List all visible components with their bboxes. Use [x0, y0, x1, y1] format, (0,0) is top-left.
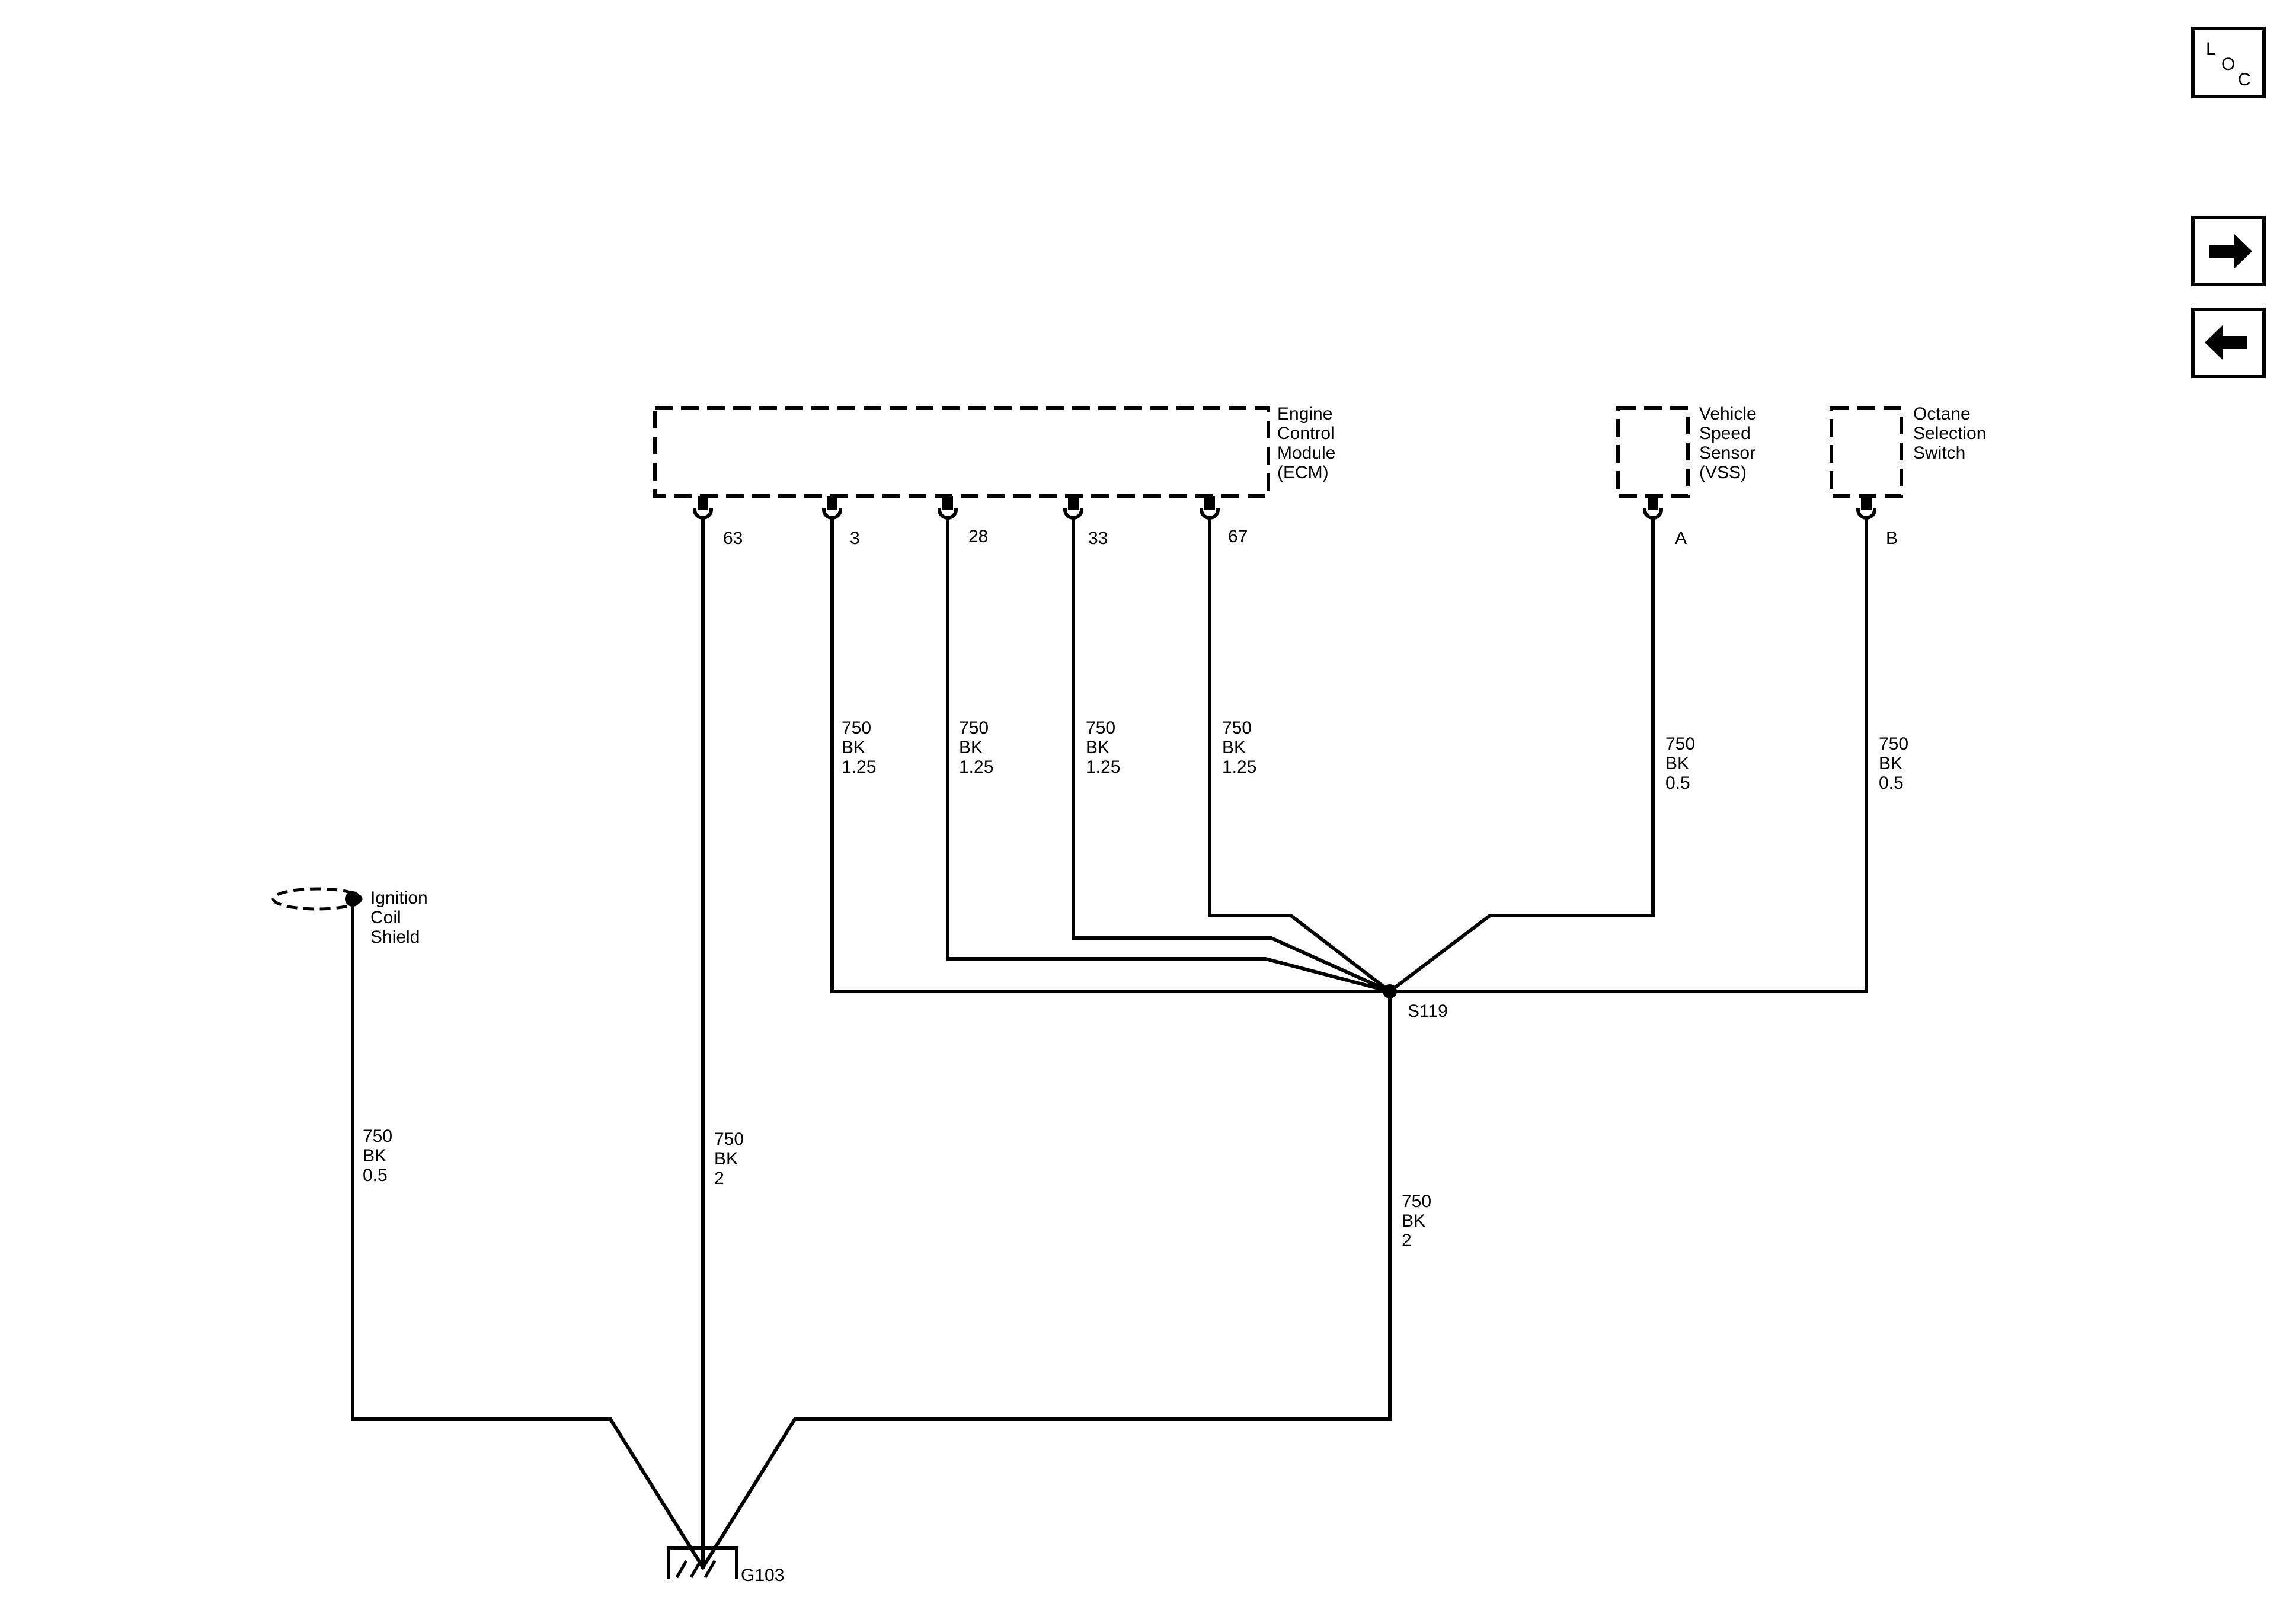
- pin-label-67: 67: [1228, 527, 1248, 546]
- connector-pin-b: [1856, 496, 1877, 520]
- connector-pin-33: [1063, 496, 1084, 520]
- splice-label: S119: [1408, 1001, 1448, 1021]
- wire-label-ecm-63: 750 BK 2: [714, 1129, 749, 1188]
- loc-letter-l: L: [2206, 39, 2216, 59]
- wire-ecm-3: [830, 516, 1392, 993]
- ecm-label: Engine Control Module (ECM): [1277, 404, 1341, 482]
- ignition-coil-shield-label: Ignition Coil Shield: [370, 888, 433, 947]
- wire-splice-to-ground: [700, 990, 1392, 1570]
- wire-label-ecm-28: 750 BK 1.25: [959, 718, 993, 777]
- prev-page-button[interactable]: [2191, 308, 2266, 378]
- connector-pin-28: [937, 496, 958, 520]
- vss-component: Vehicle Speed Sensor (VSS): [1616, 404, 1761, 498]
- ignition-coil-shield: [271, 887, 363, 911]
- pin-label-28: 28: [968, 527, 988, 546]
- connector-pin-67: [1199, 496, 1220, 520]
- wire-vss: [1387, 516, 1655, 994]
- pin-label-33: 33: [1088, 529, 1108, 548]
- wire-label-ecm-67: 750 BK 1.25: [1222, 718, 1256, 777]
- connector-pin-a: [1642, 496, 1664, 520]
- arrow-right-icon: [2209, 234, 2252, 268]
- pin-label-b: B: [1886, 529, 1898, 548]
- vss-label: Vehicle Speed Sensor (VSS): [1699, 404, 1761, 482]
- ground-g103-symbol: [667, 1546, 738, 1579]
- wire-ecm-28: [946, 516, 1392, 994]
- ground-label: G103: [741, 1566, 784, 1585]
- wire-label-ecm-33: 750 BK 1.25: [1086, 718, 1120, 777]
- arrow-left-icon: [2205, 325, 2247, 360]
- octane-switch-component: Octane Selection Switch: [1830, 404, 1991, 498]
- pin-label-3: 3: [850, 529, 860, 548]
- wire-ecm-67: [1208, 516, 1393, 994]
- pin-label-63: 63: [723, 529, 743, 548]
- wire-octane: [1388, 516, 1868, 993]
- next-page-button[interactable]: [2191, 216, 2266, 286]
- wire-label-ecm-3: 750 BK 1.25: [842, 718, 876, 777]
- ecm-component: Engine Control Module (ECM): [653, 404, 1341, 498]
- loc-letter-o: O: [2221, 55, 2235, 74]
- wire-label-octane: 750 BK 0.5: [1879, 734, 1913, 793]
- wire-label-vss: 750 BK 0.5: [1665, 734, 1700, 793]
- pin-label-a: A: [1675, 529, 1687, 548]
- connector-pin-63: [692, 496, 714, 520]
- splice-s119-dot: [1383, 984, 1397, 998]
- octane-switch-label: Octane Selection Switch: [1913, 404, 1991, 463]
- wire-label-ignition-shield: 750 BK 0.5: [363, 1126, 397, 1185]
- loc-letter-c: C: [2238, 70, 2251, 89]
- wire-label-splice-ground: 750 BK 2: [1402, 1192, 1436, 1250]
- wire-ignition-shield: [351, 897, 706, 1570]
- loc-button[interactable]: L O C: [2191, 27, 2266, 98]
- wire-ecm-33: [1072, 516, 1392, 994]
- connector-pin-3: [821, 496, 843, 520]
